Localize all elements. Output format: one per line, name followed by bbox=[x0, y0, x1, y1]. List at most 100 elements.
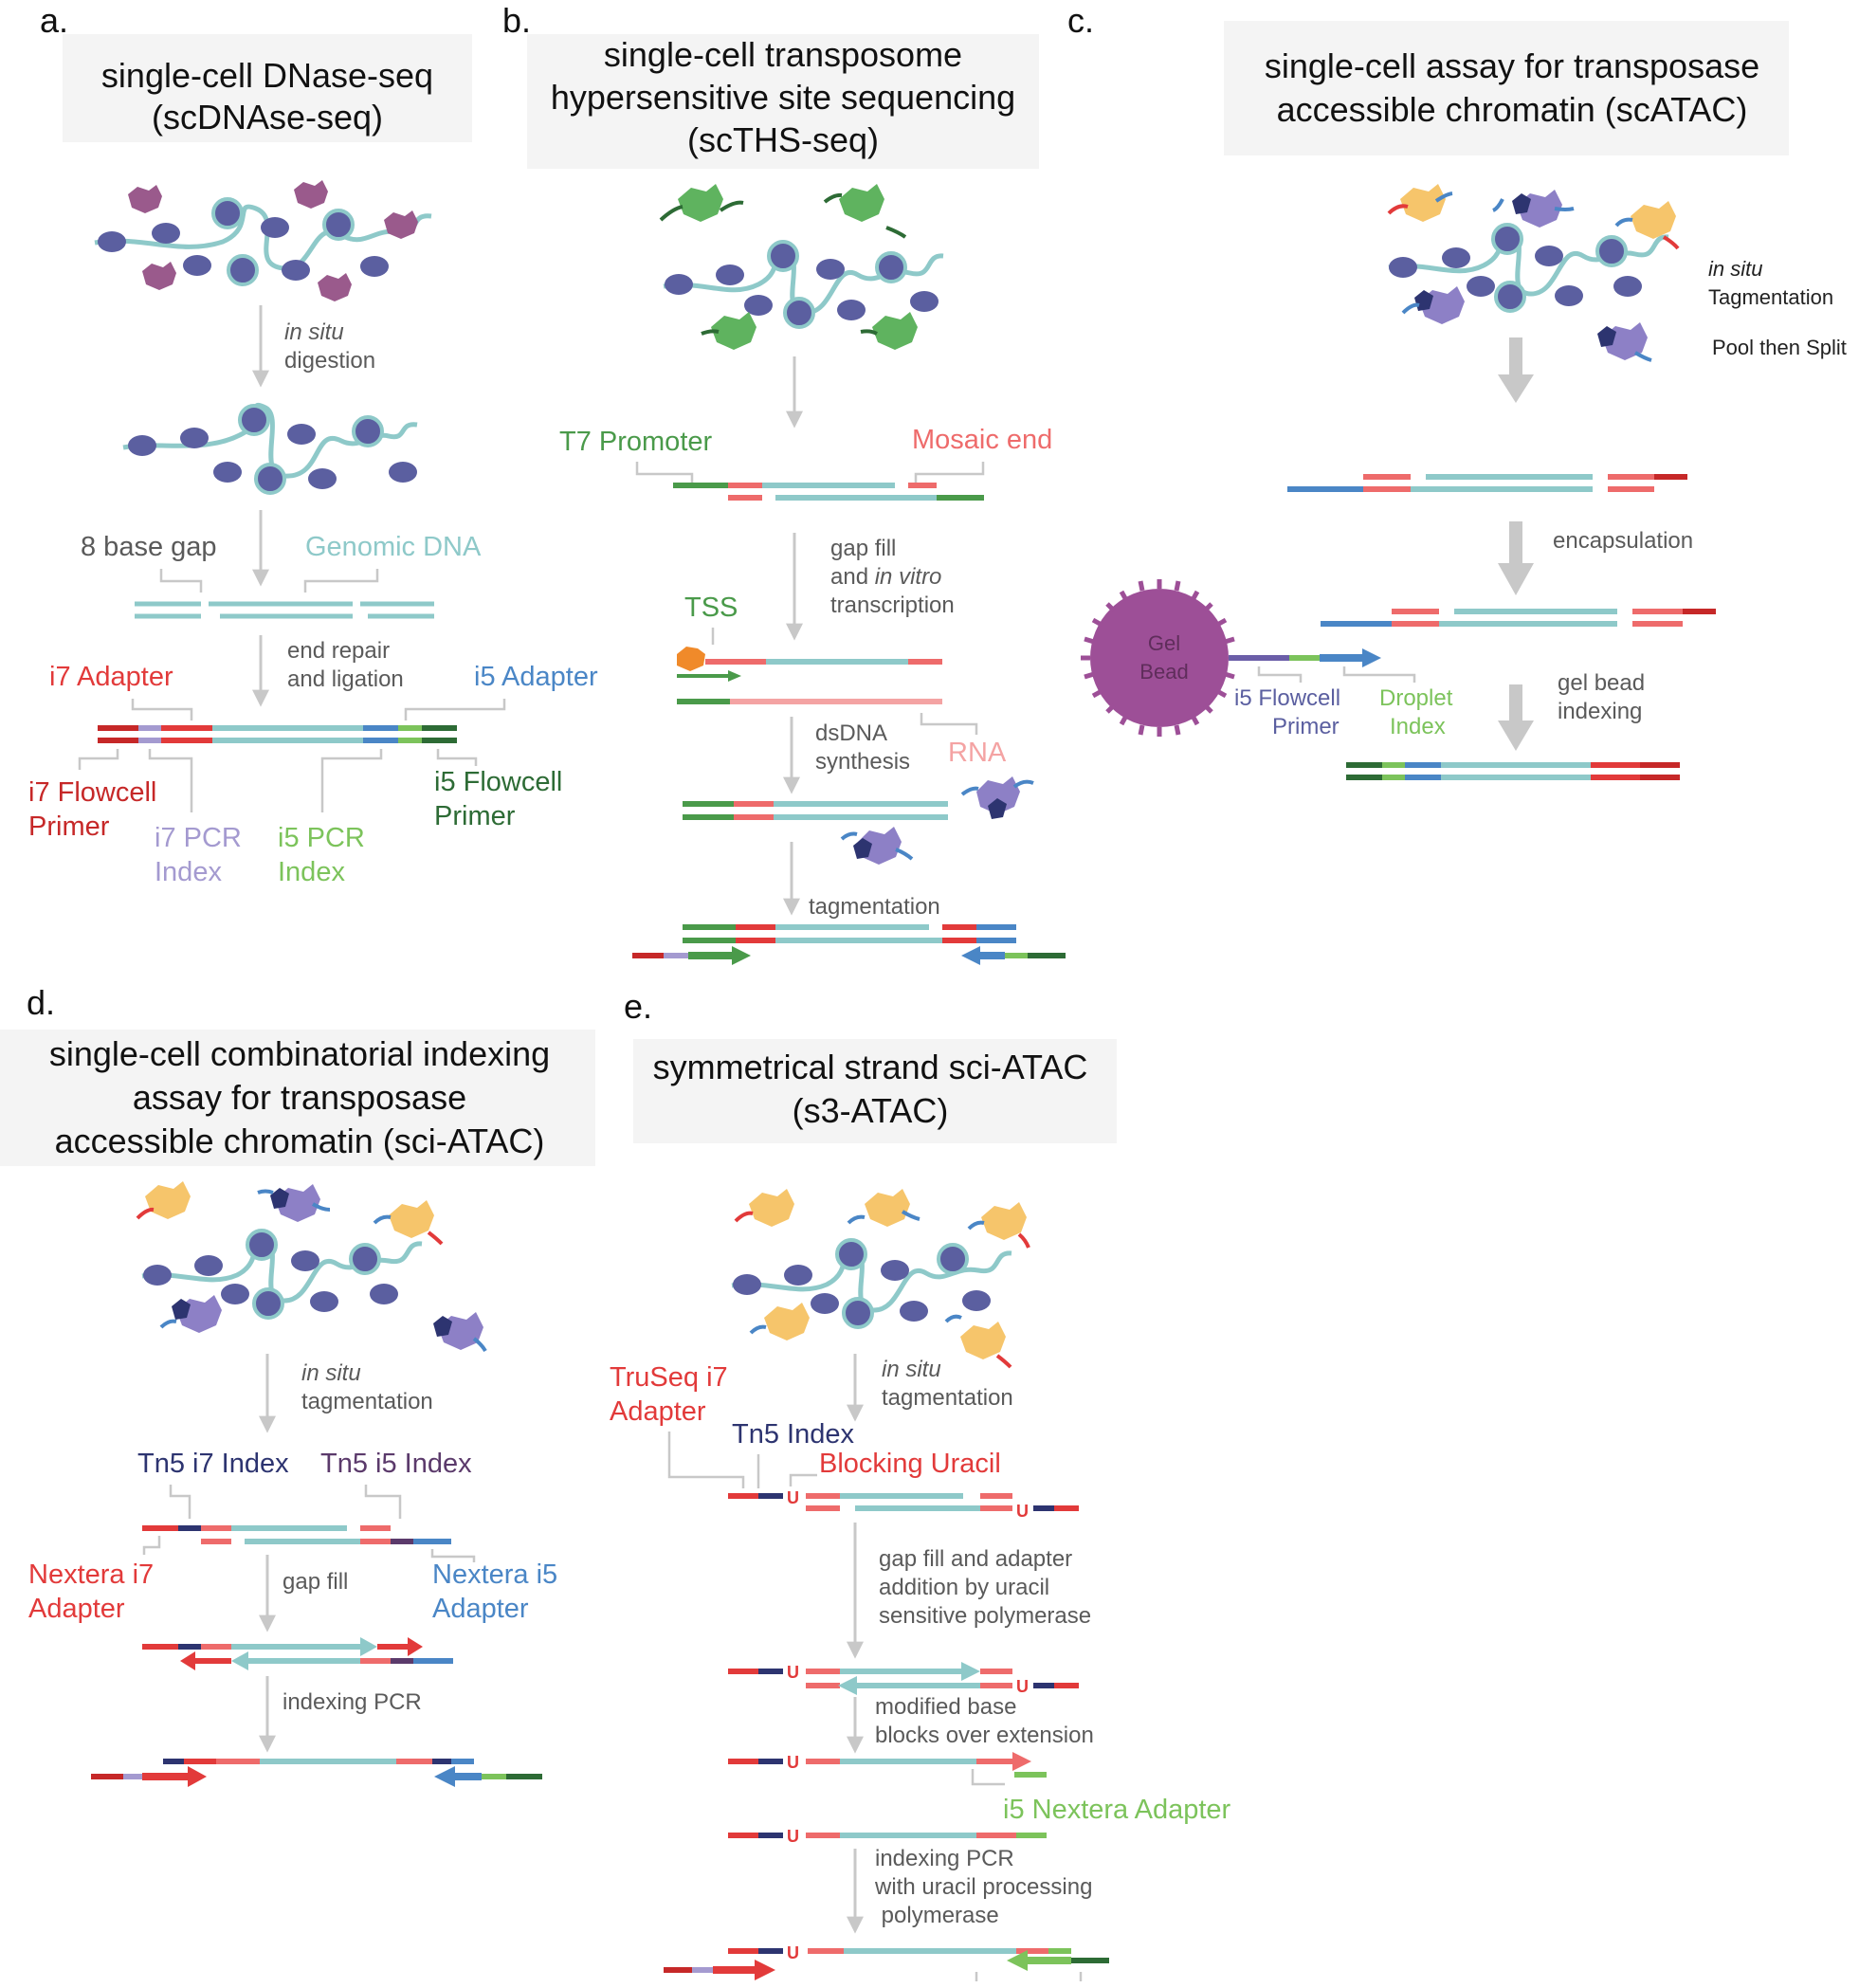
s3-fragment-4: U bbox=[728, 1827, 1047, 1846]
s3-final: U bbox=[664, 1943, 1109, 1980]
panel-d-title-line3: accessible chromatin (sci-ATAC) bbox=[55, 1122, 545, 1160]
panel-d-step1-line1: in situ bbox=[301, 1360, 361, 1386]
arrow-c-2 bbox=[1498, 521, 1534, 595]
gel-bead-label-2: Bead bbox=[1139, 660, 1188, 684]
tn5-b-2 bbox=[840, 827, 914, 865]
transcription-construct bbox=[677, 647, 942, 704]
sciatac-fragment-2 bbox=[142, 1637, 453, 1670]
bead-i5-flowcell-label-2: Primer bbox=[1272, 714, 1340, 739]
panel-b-step1-invitro: in vitro bbox=[875, 564, 942, 590]
panel-c-step1-line1: in situ bbox=[1708, 257, 1762, 281]
tn5-i7-index-label: Tn5 i7 Index bbox=[137, 1449, 289, 1479]
genomic-dna-label: Genomic DNA bbox=[305, 532, 482, 562]
i5-flowcell-label-1: i5 Flowcell bbox=[434, 767, 562, 797]
bead-oligo bbox=[1229, 648, 1381, 667]
nextera-i5-label-1: Nextera i5 bbox=[432, 1559, 557, 1590]
scatac-fragment-1 bbox=[1287, 474, 1687, 492]
panel-e-step3-line1: modified base bbox=[875, 1694, 1016, 1720]
scatac-fragment-2 bbox=[1321, 609, 1716, 627]
panel-b-step2-line2: synthesis bbox=[815, 749, 910, 775]
uracil-mark-3: U bbox=[787, 1663, 799, 1682]
panel-d-title-box bbox=[0, 1030, 595, 1166]
rna-label: RNA bbox=[948, 738, 1007, 768]
panel-e-step2-line3: sensitive polymerase bbox=[879, 1603, 1091, 1629]
blocking-uracil-label: Blocking Uracil bbox=[819, 1449, 1001, 1479]
i7-adapter-label: i7 Adapter bbox=[49, 662, 173, 692]
panel-b-step1-and: and bbox=[830, 564, 875, 590]
i7-flowcell-label-1: i7 Flowcell bbox=[28, 777, 156, 808]
panel-b-title-line1: single-cell transposome bbox=[604, 35, 962, 74]
gap-label: 8 base gap bbox=[81, 532, 217, 562]
t7-promoter-label: T7 Promoter bbox=[559, 427, 712, 457]
panel-e-title-line2: (s3-ATAC) bbox=[793, 1091, 949, 1130]
droplet-index-label-1: Droplet bbox=[1379, 685, 1453, 711]
panel-e: e. symmetrical strand sci-ATAC (s3-ATAC) bbox=[610, 987, 1231, 1981]
panel-e-step1-line2: tagmentation bbox=[882, 1385, 1013, 1411]
panel-e-letter: e. bbox=[624, 987, 652, 1026]
tagmented-construct-b bbox=[632, 924, 1066, 965]
panel-d-letter: d. bbox=[27, 983, 55, 1022]
panel-b-step1-line3: transcription bbox=[830, 593, 955, 618]
sciatac-final bbox=[91, 1759, 542, 1787]
nextera-i7-label-2: Adapter bbox=[28, 1594, 125, 1624]
panel-c-letter: c. bbox=[1067, 1, 1094, 40]
ligated-construct-a bbox=[98, 725, 457, 743]
panel-c-step3-line2: indexing bbox=[1558, 699, 1642, 724]
panel-b: b. single-cell transposome hypersensitiv… bbox=[502, 1, 1066, 965]
panel-a-title-line1: single-cell DNase-seq bbox=[101, 56, 433, 95]
uracil-mark-1: U bbox=[787, 1488, 799, 1507]
panel-e-title-box bbox=[633, 1039, 1117, 1143]
mosaic-end-label: Mosaic end bbox=[912, 425, 1052, 455]
i5-pcr-label-1: i5 PCR bbox=[278, 823, 365, 853]
panel-d-step2: gap fill bbox=[282, 1569, 348, 1595]
panel-a-step1-line2: digestion bbox=[284, 348, 375, 374]
panel-d: d. single-cell combinatorial indexing as… bbox=[0, 983, 595, 1787]
chromatin-d bbox=[136, 1181, 487, 1353]
panel-e-step2-line2: addition by uracil bbox=[879, 1575, 1049, 1600]
dsdna-construct bbox=[683, 801, 948, 820]
panel-c-step1-line2: Tagmentation bbox=[1708, 285, 1833, 309]
panel-b-step2-line1: dsDNA bbox=[815, 720, 887, 746]
chromatin-b bbox=[659, 184, 944, 350]
panel-e-step3-line2: blocks over extension bbox=[875, 1723, 1094, 1748]
chromatin-a bbox=[94, 180, 432, 301]
i5-pcr-label-2: Index bbox=[278, 857, 345, 887]
panel-c-step3-line1: gel bead bbox=[1558, 670, 1645, 696]
panel-d-step1-line2: tagmentation bbox=[301, 1389, 433, 1414]
s3-fragment-1: U U bbox=[728, 1488, 1079, 1521]
chromatin-e bbox=[731, 1189, 1030, 1369]
panel-a-title-box bbox=[63, 34, 472, 142]
panel-c-title-box bbox=[1224, 21, 1789, 155]
truseq-label-2: Adapter bbox=[610, 1396, 706, 1427]
panel-c-step2: encapsulation bbox=[1553, 528, 1693, 554]
uracil-mark-2: U bbox=[1016, 1502, 1029, 1521]
panel-c-title-line2: accessible chromatin (scATAC) bbox=[1277, 90, 1748, 129]
truseq-label-1: TruSeq i7 bbox=[610, 1362, 728, 1393]
i5-nextera-label: i5 Nextera Adapter bbox=[1003, 1795, 1231, 1825]
i7-pcr-label-2: Index bbox=[155, 857, 222, 887]
uracil-mark-7: U bbox=[787, 1943, 799, 1962]
digested-chromatin-a bbox=[122, 402, 418, 495]
uracil-mark-4: U bbox=[1016, 1677, 1029, 1696]
uracil-mark-5: U bbox=[787, 1753, 799, 1772]
panel-a-step1-line1: in situ bbox=[284, 319, 344, 345]
s3-fragment-3: U bbox=[728, 1752, 1047, 1778]
scths-construct-1 bbox=[673, 483, 984, 501]
sciatac-fragment-1 bbox=[142, 1525, 451, 1544]
i7-pcr-label-1: i7 PCR bbox=[155, 823, 242, 853]
panel-a: a. single-cell DNase-seq (scDNAse-seq) i… bbox=[28, 1, 598, 887]
bead-i5-flowcell-label-1: i5 Flowcell bbox=[1234, 685, 1340, 711]
nextera-i5-label-2: Adapter bbox=[432, 1594, 529, 1624]
panel-b-title-line2: hypersensitive site sequencing bbox=[551, 78, 1015, 117]
panel-b-title-box bbox=[527, 34, 1039, 169]
panel-b-step1-line1: gap fill bbox=[830, 536, 896, 561]
tn5-i5-index-label: Tn5 i5 Index bbox=[320, 1449, 472, 1479]
uracil-mark-6: U bbox=[787, 1827, 799, 1846]
panel-d-title-line2: assay for transposase bbox=[133, 1078, 466, 1117]
panel-e-step4-line1: indexing PCR bbox=[875, 1846, 1014, 1871]
arrow-c-1 bbox=[1498, 337, 1534, 403]
panel-c-step1b: Pool then Split bbox=[1712, 336, 1847, 359]
panel-c-title-line1: single-cell assay for transposase bbox=[1265, 46, 1759, 85]
panel-e-title-line1: symmetrical strand sci-ATAC bbox=[653, 1048, 1088, 1086]
s3-fragment-2: U U bbox=[728, 1662, 1079, 1696]
